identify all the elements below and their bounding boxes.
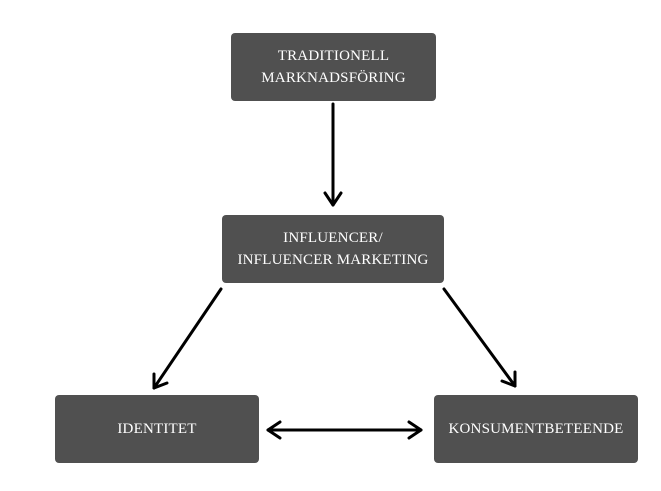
node-consumer-behavior-label: KONSUMENTBETEENDE — [448, 421, 624, 437]
arrow-traditional-to-influencer — [323, 102, 343, 207]
node-consumer-behavior: KONSUMENTBETEENDE — [434, 395, 638, 463]
node-identity: IDENTITET — [55, 395, 259, 463]
node-traditional-marketing-line1: TRADITIONELL — [277, 48, 390, 64]
node-traditional-marketing-line2: MARKNADSFÖRING — [261, 70, 406, 86]
node-influencer-line1: INFLUENCER/ — [283, 230, 383, 246]
arrow-influencer-to-identity — [152, 287, 223, 390]
node-traditional-marketing: TRADITIONELL MARKNADSFÖRING — [231, 33, 436, 101]
node-identity-label: IDENTITET — [117, 421, 197, 437]
arrow-identity-consumer-bidirectional — [266, 420, 423, 440]
node-influencer: INFLUENCER/ INFLUENCER MARKETING — [222, 215, 444, 283]
arrow-influencer-to-consumer-behavior — [442, 287, 517, 388]
node-influencer-line2: INFLUENCER MARKETING — [237, 252, 429, 268]
